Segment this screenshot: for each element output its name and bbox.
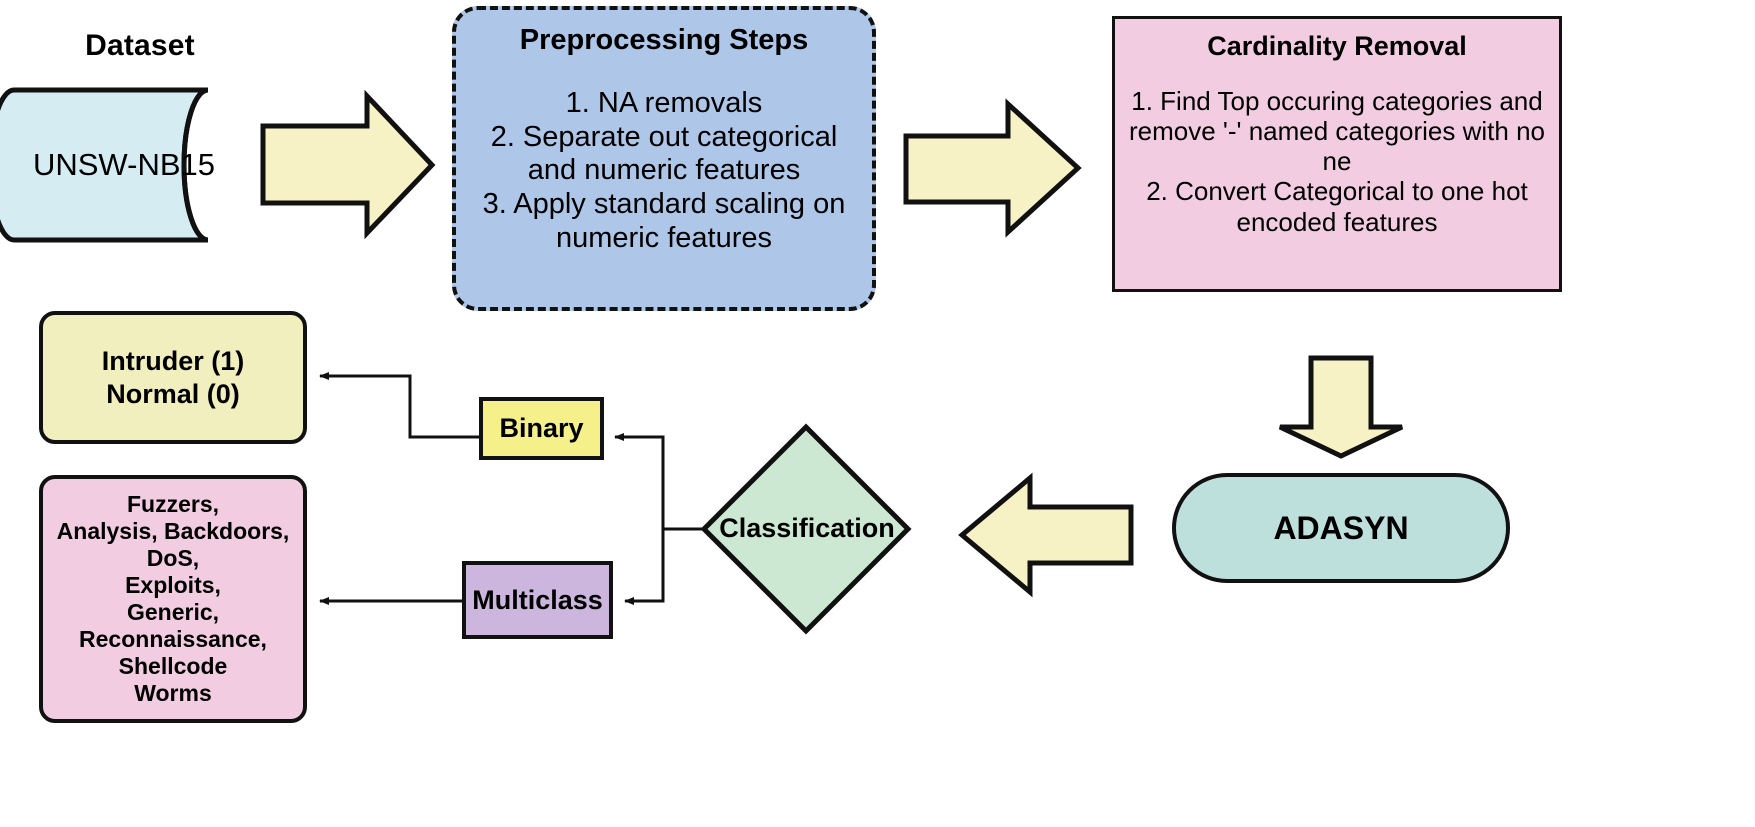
cardinality-step-line: 1. Find Top occuring categories and <box>1131 86 1543 116</box>
dataset-title: Dataset <box>85 29 195 62</box>
dataset-cylinder-shape <box>0 87 209 243</box>
cardinality-removal-box: Cardinality Removal 1. Find Top occuring… <box>1112 16 1562 292</box>
arrow-adasyn-to-classification <box>958 472 1134 598</box>
preprocessing-step-line: numeric features <box>556 221 772 254</box>
classification-diamond-shape <box>700 423 912 635</box>
attack-category-line: Reconnaissance, <box>79 625 267 652</box>
preprocessing-steps-box: Preprocessing Steps 1. NA removals 2. Se… <box>452 6 876 311</box>
preprocessing-step-line: and numeric features <box>527 154 801 187</box>
binary-output-line: Intruder (1) <box>101 345 245 376</box>
arrow-dataset-to-preprocessing <box>260 89 436 240</box>
binary-output-box: Intruder (1) Normal (0) <box>39 311 307 444</box>
attack-category-line: DoS, <box>146 545 200 572</box>
preprocessing-title: Preprocessing Steps <box>519 24 809 56</box>
connector-binary-to-intruder-normal <box>319 372 479 439</box>
attack-category-line: Generic, <box>126 599 220 625</box>
preprocessing-steps-list: 1. NA removals 2. Separate out categoric… <box>483 87 846 255</box>
cardinality-steps-list: 1. Find Top occuring categories and remo… <box>1129 86 1545 237</box>
binary-output-line: Normal (0) <box>106 378 240 409</box>
preprocessing-step-line: 1. NA removals <box>565 87 763 119</box>
binary-branch-node: Binary <box>479 397 604 460</box>
cardinality-step-line: ne <box>1322 146 1352 177</box>
cardinality-step-line: 2. Convert Categorical to one hot <box>1146 176 1528 207</box>
dataset-cylinder-label: UNSW-NB15 <box>32 147 216 182</box>
adasyn-node: ADASYN <box>1172 473 1510 583</box>
multiclass-output-box: Fuzzers, Analysis, Backdoors, DoS, Explo… <box>39 475 307 723</box>
attack-category-line: Analysis, Backdoors, <box>56 518 290 545</box>
cardinality-step-line: encoded features <box>1236 206 1438 237</box>
classification-node-label: Classification <box>719 512 895 543</box>
multiclass-branch-node: Multiclass <box>462 561 613 639</box>
cardinality-step-line: remove '-' named categories with no <box>1128 116 1545 147</box>
connector-classification-to-multiclass <box>624 527 704 605</box>
arrow-preprocessing-to-cardinality <box>903 98 1082 238</box>
connector-classification-to-binary <box>614 433 704 531</box>
preprocessing-step-line: 3. Apply standard scaling on <box>482 187 846 220</box>
attack-category-line: Exploits, <box>125 572 221 599</box>
cardinality-title: Cardinality Removal <box>1207 31 1467 61</box>
attack-category-line: Shellcode <box>118 652 228 679</box>
preprocessing-step-line: 2. Separate out categorical <box>490 120 838 153</box>
arrow-cardinality-to-adasyn <box>1278 355 1404 459</box>
attack-category-line: Worms <box>134 679 212 706</box>
attack-category-line: Fuzzers, <box>126 491 220 518</box>
